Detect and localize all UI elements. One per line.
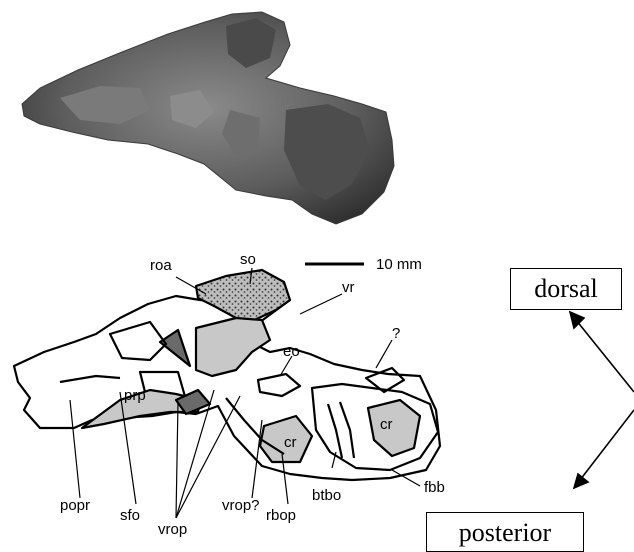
label-vr: vr	[342, 279, 355, 296]
label-cr-middle: cr	[284, 434, 297, 451]
label-question: ?	[392, 325, 400, 342]
label-prp: prp	[124, 387, 146, 404]
arrow-head-dorsal	[570, 312, 584, 328]
label-sfo: sfo	[120, 507, 140, 524]
label-popr: popr	[60, 497, 90, 514]
specimen-photo	[22, 12, 394, 224]
label-btbo: btbo	[312, 487, 341, 504]
posterior-text: posterior	[459, 518, 551, 547]
scale-bar-label: 10 mm	[376, 256, 422, 273]
dorsal-text: dorsal	[534, 274, 598, 303]
label-eo: eo	[283, 343, 300, 360]
arrow-head-posterior	[574, 474, 588, 488]
label-roa: roa	[150, 257, 172, 274]
orientation-label-dorsal: dorsal	[510, 268, 622, 310]
label-cr-right: cr	[380, 416, 393, 433]
label-rbop: rbop	[266, 507, 296, 524]
label-so: so	[240, 251, 256, 268]
label-fbb: fbb	[424, 479, 445, 496]
interpretive-drawing	[14, 270, 440, 480]
orientation-arrows	[570, 312, 634, 488]
label-vrop: vrop	[158, 521, 187, 538]
orientation-label-posterior: posterior	[426, 512, 584, 552]
label-vrop-question: vrop?	[222, 497, 260, 514]
scale-bar: 10 mm	[305, 256, 422, 273]
